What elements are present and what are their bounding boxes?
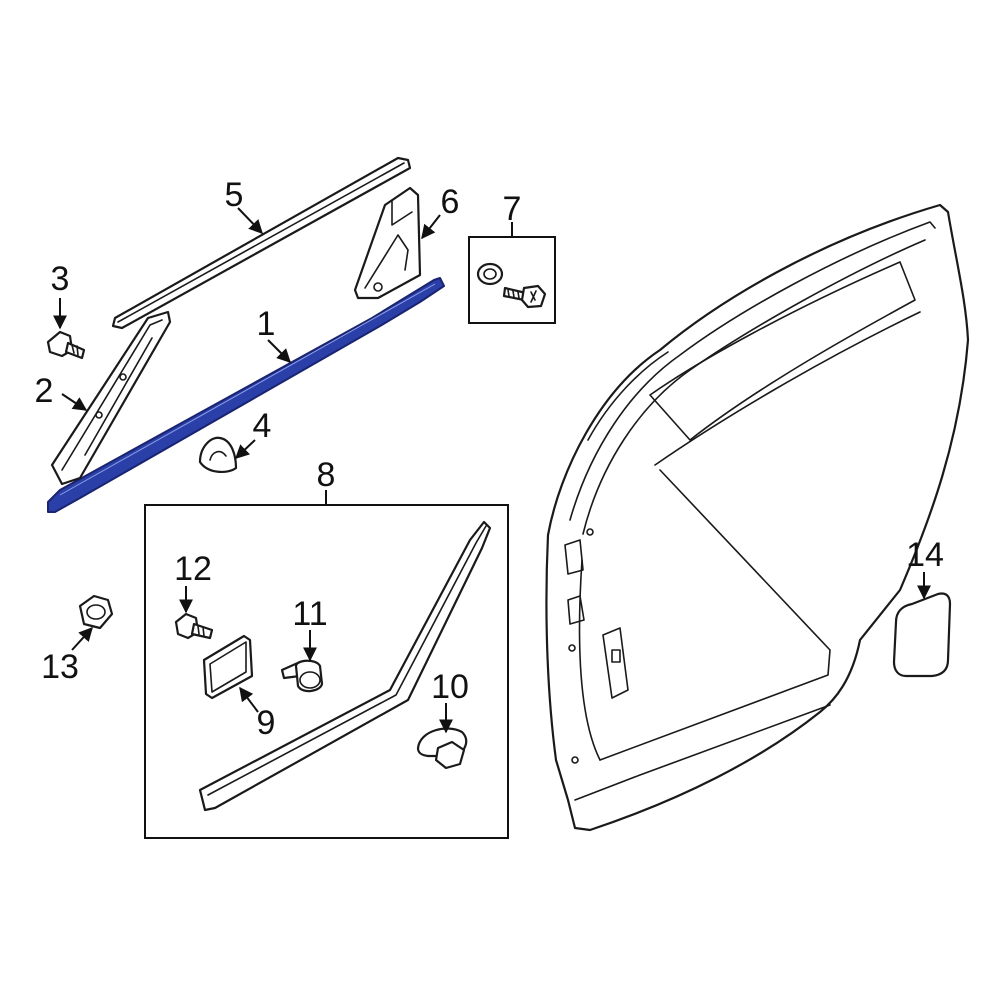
part-9-pad[interactable] [202,634,254,700]
callout-13: 13 [41,648,79,686]
part-6-corner-bracket[interactable] [353,186,422,300]
callout-6: 6 [441,183,460,221]
part-12-screw[interactable] [174,612,214,640]
part-3-screw[interactable] [46,330,86,360]
callout-4: 4 [253,407,272,445]
leader-6 [421,214,441,240]
leader-2 [61,393,88,411]
callout-10: 10 [431,668,469,706]
callout-8: 8 [317,456,336,494]
part-8-door-molding[interactable] [198,520,492,812]
leader-4 [234,439,256,459]
callout-7: 7 [503,190,522,228]
part-14-cover-plate[interactable] [892,592,952,678]
callout-11: 11 [292,595,327,633]
callout-2: 2 [35,372,54,410]
part-7-bolt[interactable] [502,284,547,309]
part-10-push-nut[interactable] [416,727,468,770]
part-13-nut[interactable] [78,594,114,630]
part-4-clip[interactable] [198,436,238,474]
leader-5 [237,207,263,235]
callout-3: 3 [51,260,70,298]
leader-9 [239,686,259,713]
part-2-front-trim[interactable] [50,310,172,486]
belt-molding-body[interactable] [47,277,445,513]
rear-door-shell [545,203,970,832]
callout-9: 9 [257,704,276,742]
part-7-washer[interactable] [476,262,504,286]
part-1-belt-molding[interactable] [47,277,445,513]
callout-1: 1 [257,305,276,343]
leader-1 [267,339,291,363]
callout-5: 5 [225,176,244,214]
part-5-upper-molding[interactable] [111,156,412,330]
leader-13 [71,626,93,651]
part-11-push-clip[interactable] [280,659,324,693]
callout-14: 14 [906,536,944,574]
callout-12: 12 [174,550,212,588]
